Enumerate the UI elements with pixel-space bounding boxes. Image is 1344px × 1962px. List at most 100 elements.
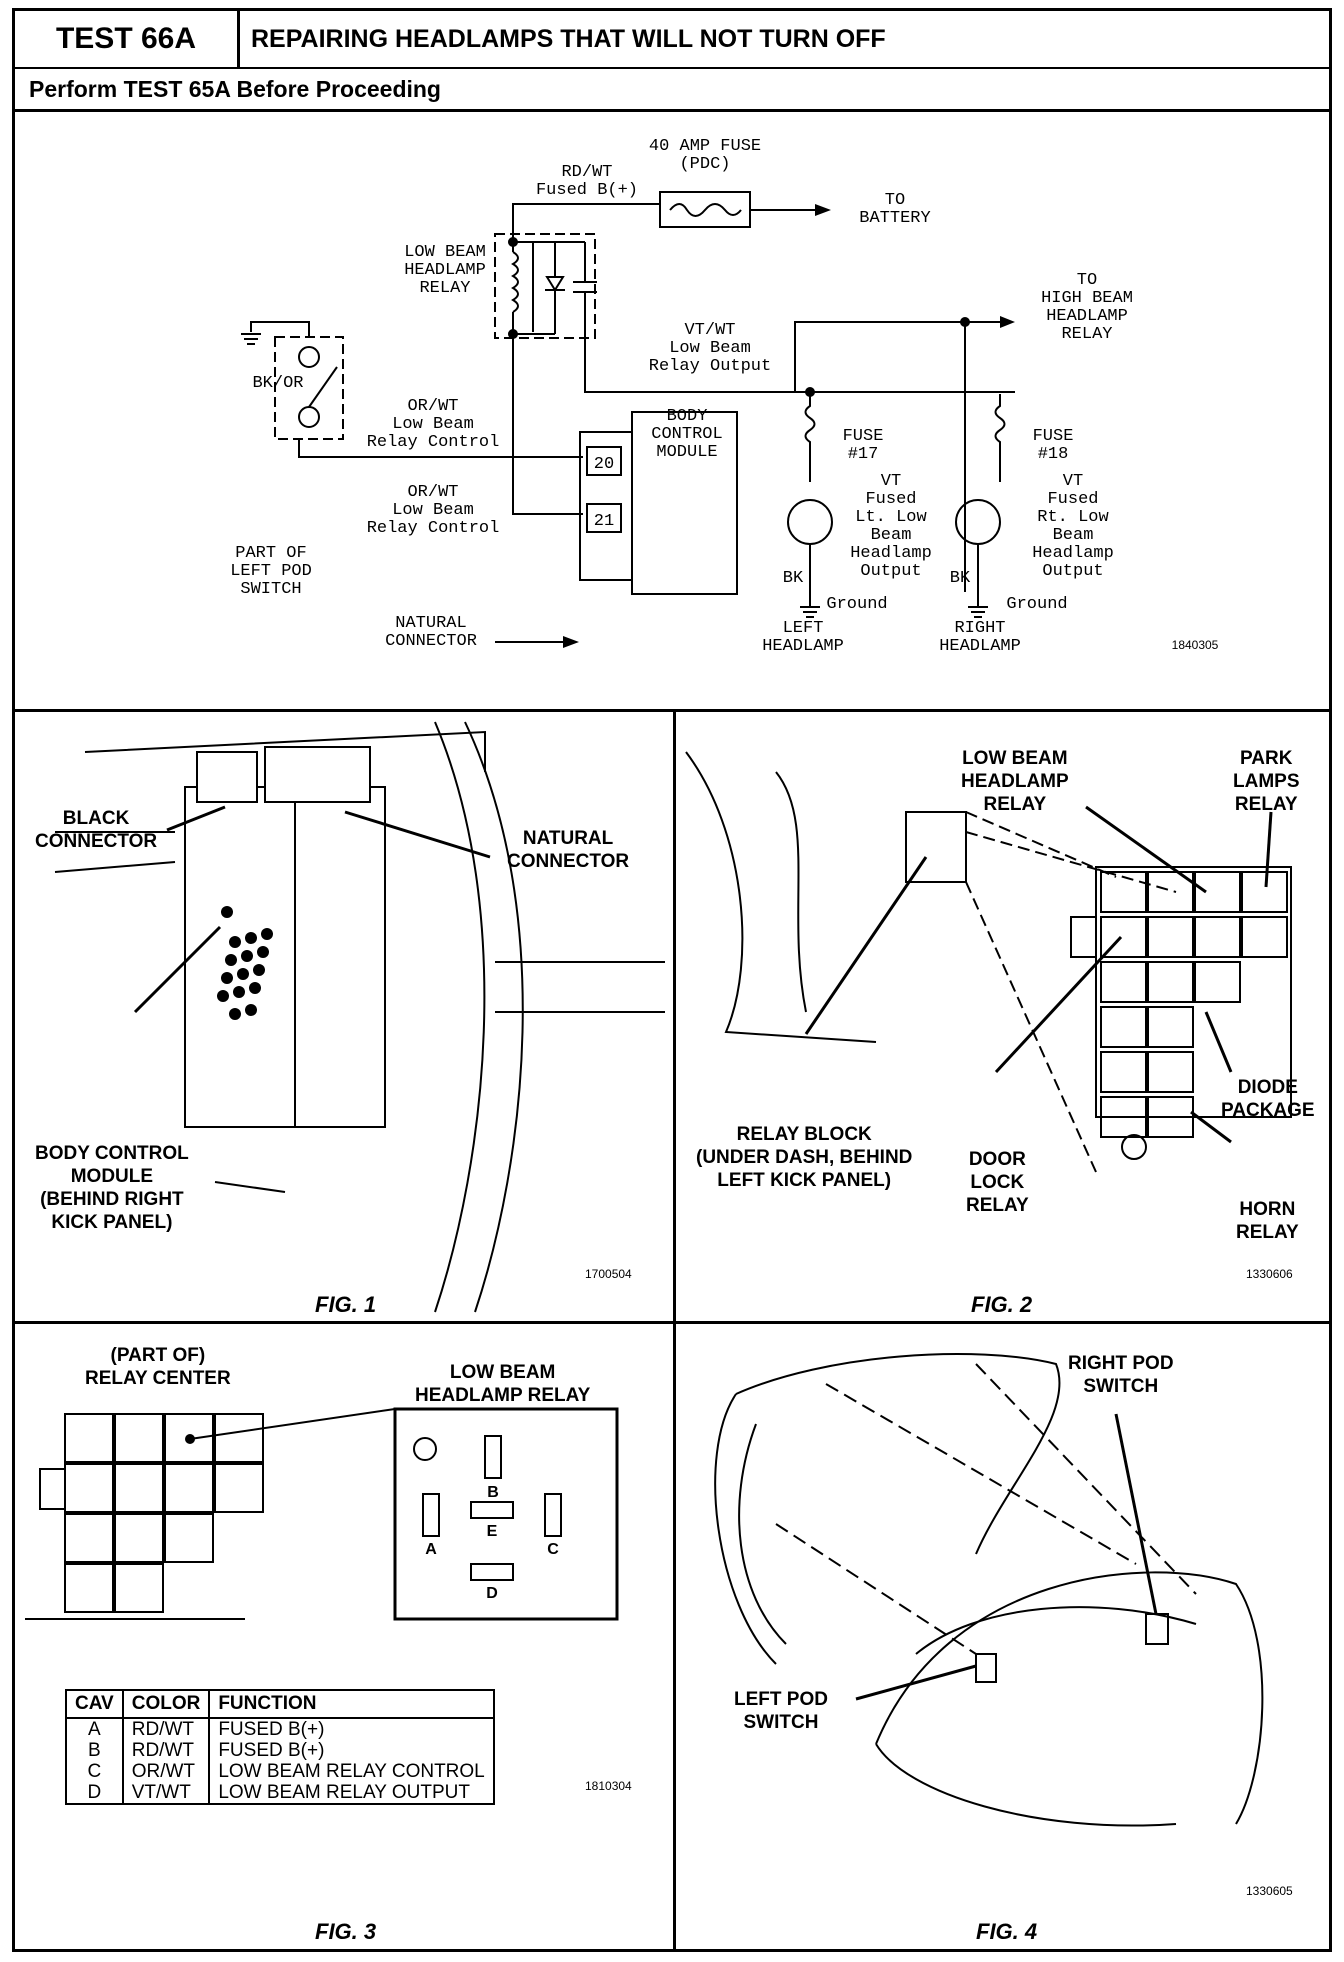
cell-color: RD/WT: [122, 1740, 211, 1761]
fig4-illustration: [714, 1353, 1264, 1827]
cell-color: RD/WT: [122, 1718, 211, 1740]
svg-text:Headlamp: Headlamp: [1032, 544, 1114, 563]
natural-connector-shape: [264, 746, 371, 803]
orwt-wire-21: [512, 334, 583, 515]
fig1-illustration: [54, 721, 665, 1313]
pin-d: D: [486, 1585, 498, 1602]
cell-function: FUSED B(+): [218, 1719, 325, 1740]
svg-text:20: 20: [594, 455, 614, 474]
svg-text:Headlamp: Headlamp: [850, 544, 932, 563]
svg-text:Relay Control: Relay Control: [367, 433, 500, 452]
cell-color: VT/WT: [122, 1782, 211, 1804]
horn-relay-text: HORN RELAY: [1236, 1199, 1299, 1243]
svg-text:VT: VT: [1063, 472, 1083, 491]
park-lamps-relay-label: PARK LAMPS RELAY: [1233, 747, 1300, 816]
wiring-schematic: 40 AMP FUSE (PDC) RD/WT Fused B(+) TO BA…: [230, 137, 1218, 656]
door-lock-relay-text: DOOR LOCK RELAY: [966, 1149, 1029, 1216]
left-pod-switch-shape: [975, 1653, 997, 1683]
relay-block-text: RELAY BLOCK (UNDER DASH, BEHIND LEFT KIC…: [696, 1124, 913, 1191]
door-lock-relay-label: DOOR LOCK RELAY: [966, 1148, 1029, 1217]
svg-text:SWITCH: SWITCH: [240, 580, 301, 599]
arrow-to-battery: [815, 204, 831, 216]
svg-text:HEADLAMP: HEADLAMP: [762, 637, 844, 656]
figure-divider: [673, 712, 676, 1952]
svg-text:Low Beam: Low Beam: [669, 339, 751, 358]
black-connector-label: BLACK CONNECTOR: [35, 807, 157, 853]
orwt-wire-20: [298, 439, 583, 458]
relay-block-label: RELAY BLOCK (UNDER DASH, BEHIND LEFT KIC…: [696, 1123, 912, 1192]
figure-row-divider: [15, 1321, 1329, 1324]
svg-text:VT: VT: [881, 472, 901, 491]
col-function: FUNCTION: [209, 1690, 494, 1719]
page-title: REPAIRING HEADLAMPS THAT WILL NOT TURN O…: [251, 25, 886, 53]
svg-text:Relay Output: Relay Output: [649, 357, 771, 376]
svg-text:Output: Output: [1042, 562, 1103, 581]
low-beam-relay-box: [494, 233, 596, 339]
low-beam-relay-text: LOW BEAM HEADLAMP RELAY: [961, 748, 1069, 815]
svg-text:TO: TO: [1077, 271, 1097, 290]
svg-text:Ground: Ground: [826, 595, 887, 614]
right-pod-switch-shape: [1145, 1613, 1169, 1645]
cell-function: LOW BEAM RELAY CONTROL: [218, 1761, 485, 1782]
relay-block-shape: [905, 811, 967, 883]
fuse-18: [994, 394, 1006, 482]
svg-text:LEFT POD: LEFT POD: [230, 562, 312, 581]
relay-coil: [511, 251, 519, 313]
lower-cluster-bezel: [875, 1571, 1264, 1825]
svg-text:Lt. Low: Lt. Low: [855, 508, 927, 527]
cell-cav: C: [66, 1761, 124, 1782]
lbhr-text: LOW BEAM HEADLAMP RELAY: [415, 1362, 591, 1406]
svg-text:FUSE: FUSE: [843, 427, 884, 446]
svg-text:MODULE: MODULE: [656, 443, 717, 462]
svg-text:RD/WT: RD/WT: [561, 163, 612, 182]
bcm-text: BODY CONTROL MODULE (BEHIND RIGHT KICK P…: [35, 1143, 189, 1233]
fig2-code: 1330606: [1246, 1267, 1293, 1281]
svg-text:BK/OR: BK/OR: [252, 374, 303, 393]
bcm-housing: [184, 786, 386, 1128]
fig3-panel: B E A C D (PART OF) RELAY CENTER LOW BEA…: [15, 1324, 673, 1952]
cell-color: OR/WT: [122, 1761, 211, 1782]
prerequisite-note: Perform TEST 65A Before Proceeding: [15, 67, 1329, 112]
svg-text:BK: BK: [950, 569, 971, 588]
black-connector-text: BLACK CONNECTOR: [35, 808, 158, 852]
arrow-to-high-beam: [1000, 316, 1015, 328]
svg-text:TO: TO: [885, 191, 905, 210]
fuse-17: [804, 394, 816, 482]
svg-text:Low Beam: Low Beam: [392, 415, 474, 434]
wiring-schematic-panel: 40 AMP FUSE (PDC) RD/WT Fused B(+) TO BA…: [15, 112, 1329, 712]
fig4-code: 1330605: [1246, 1884, 1293, 1898]
cell-cav: B: [66, 1740, 124, 1761]
svg-text:Ground: Ground: [1006, 595, 1067, 614]
svg-text:#18: #18: [1038, 445, 1069, 464]
svg-text:Rt. Low: Rt. Low: [1037, 508, 1109, 527]
right-pod-switch-label: RIGHT POD SWITCH: [1068, 1352, 1174, 1398]
svg-text:RELAY: RELAY: [1061, 325, 1112, 344]
arrow-to-connector: [563, 636, 579, 648]
fig3-caption: FIG. 3: [315, 1919, 377, 1944]
pin-e: E: [487, 1523, 498, 1540]
lbhr-label: LOW BEAM HEADLAMP RELAY: [415, 1361, 590, 1407]
upper-cluster-bezel: [735, 1353, 1061, 1555]
svg-text:Relay Control: Relay Control: [367, 519, 500, 538]
horn-relay-label: HORN RELAY: [1236, 1198, 1299, 1244]
header-bar: TEST 66A REPAIRING HEADLAMPS THAT WILL N…: [15, 11, 1329, 69]
body-control-module: [631, 411, 738, 595]
svg-text:LEFT: LEFT: [783, 619, 824, 638]
table-row: D VT/WT LOW BEAM RELAY OUTPUT: [66, 1782, 494, 1804]
svg-text:BODY: BODY: [667, 407, 708, 426]
svg-text:CONTROL: CONTROL: [651, 425, 722, 444]
natural-connector-text: NATURAL CONNECTOR: [507, 828, 630, 872]
relay-center-grid: [25, 1408, 396, 1620]
fig1-code: 1700504: [585, 1267, 632, 1281]
fig2-panel: LOW BEAM HEADLAMP RELAY PARK LAMPS RELAY…: [676, 712, 1329, 1321]
bkor-wire: [250, 321, 310, 337]
diode-package-label: DIODE PACKAGE: [1221, 1076, 1315, 1122]
natural-connector-label: NATURAL CONNECTOR: [507, 827, 629, 873]
pin-c: C: [547, 1541, 559, 1558]
fuse-label: 40 AMP FUSE: [649, 137, 761, 156]
left-pod-switch-label: LEFT POD SWITCH: [734, 1688, 828, 1734]
svg-text:21: 21: [594, 512, 614, 531]
svg-text:VT/WT: VT/WT: [684, 321, 735, 340]
relay-center-label: (PART OF) RELAY CENTER: [85, 1344, 231, 1390]
pin-a: A: [425, 1541, 437, 1558]
